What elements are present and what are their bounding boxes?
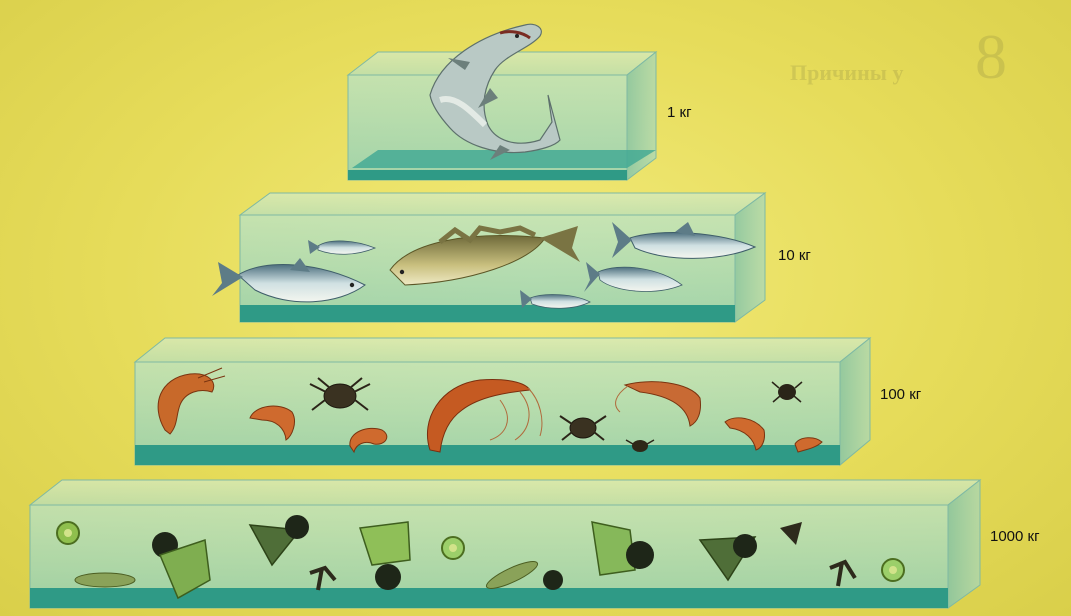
level-3-mass-label: 100 кг <box>880 386 921 403</box>
level-2-mass-label: 10 кг <box>778 247 811 264</box>
tank-level-1 <box>348 52 656 180</box>
level-1-mass-label: 1 кг <box>667 104 692 121</box>
level-4-mass-label: 1000 кг <box>990 528 1040 545</box>
